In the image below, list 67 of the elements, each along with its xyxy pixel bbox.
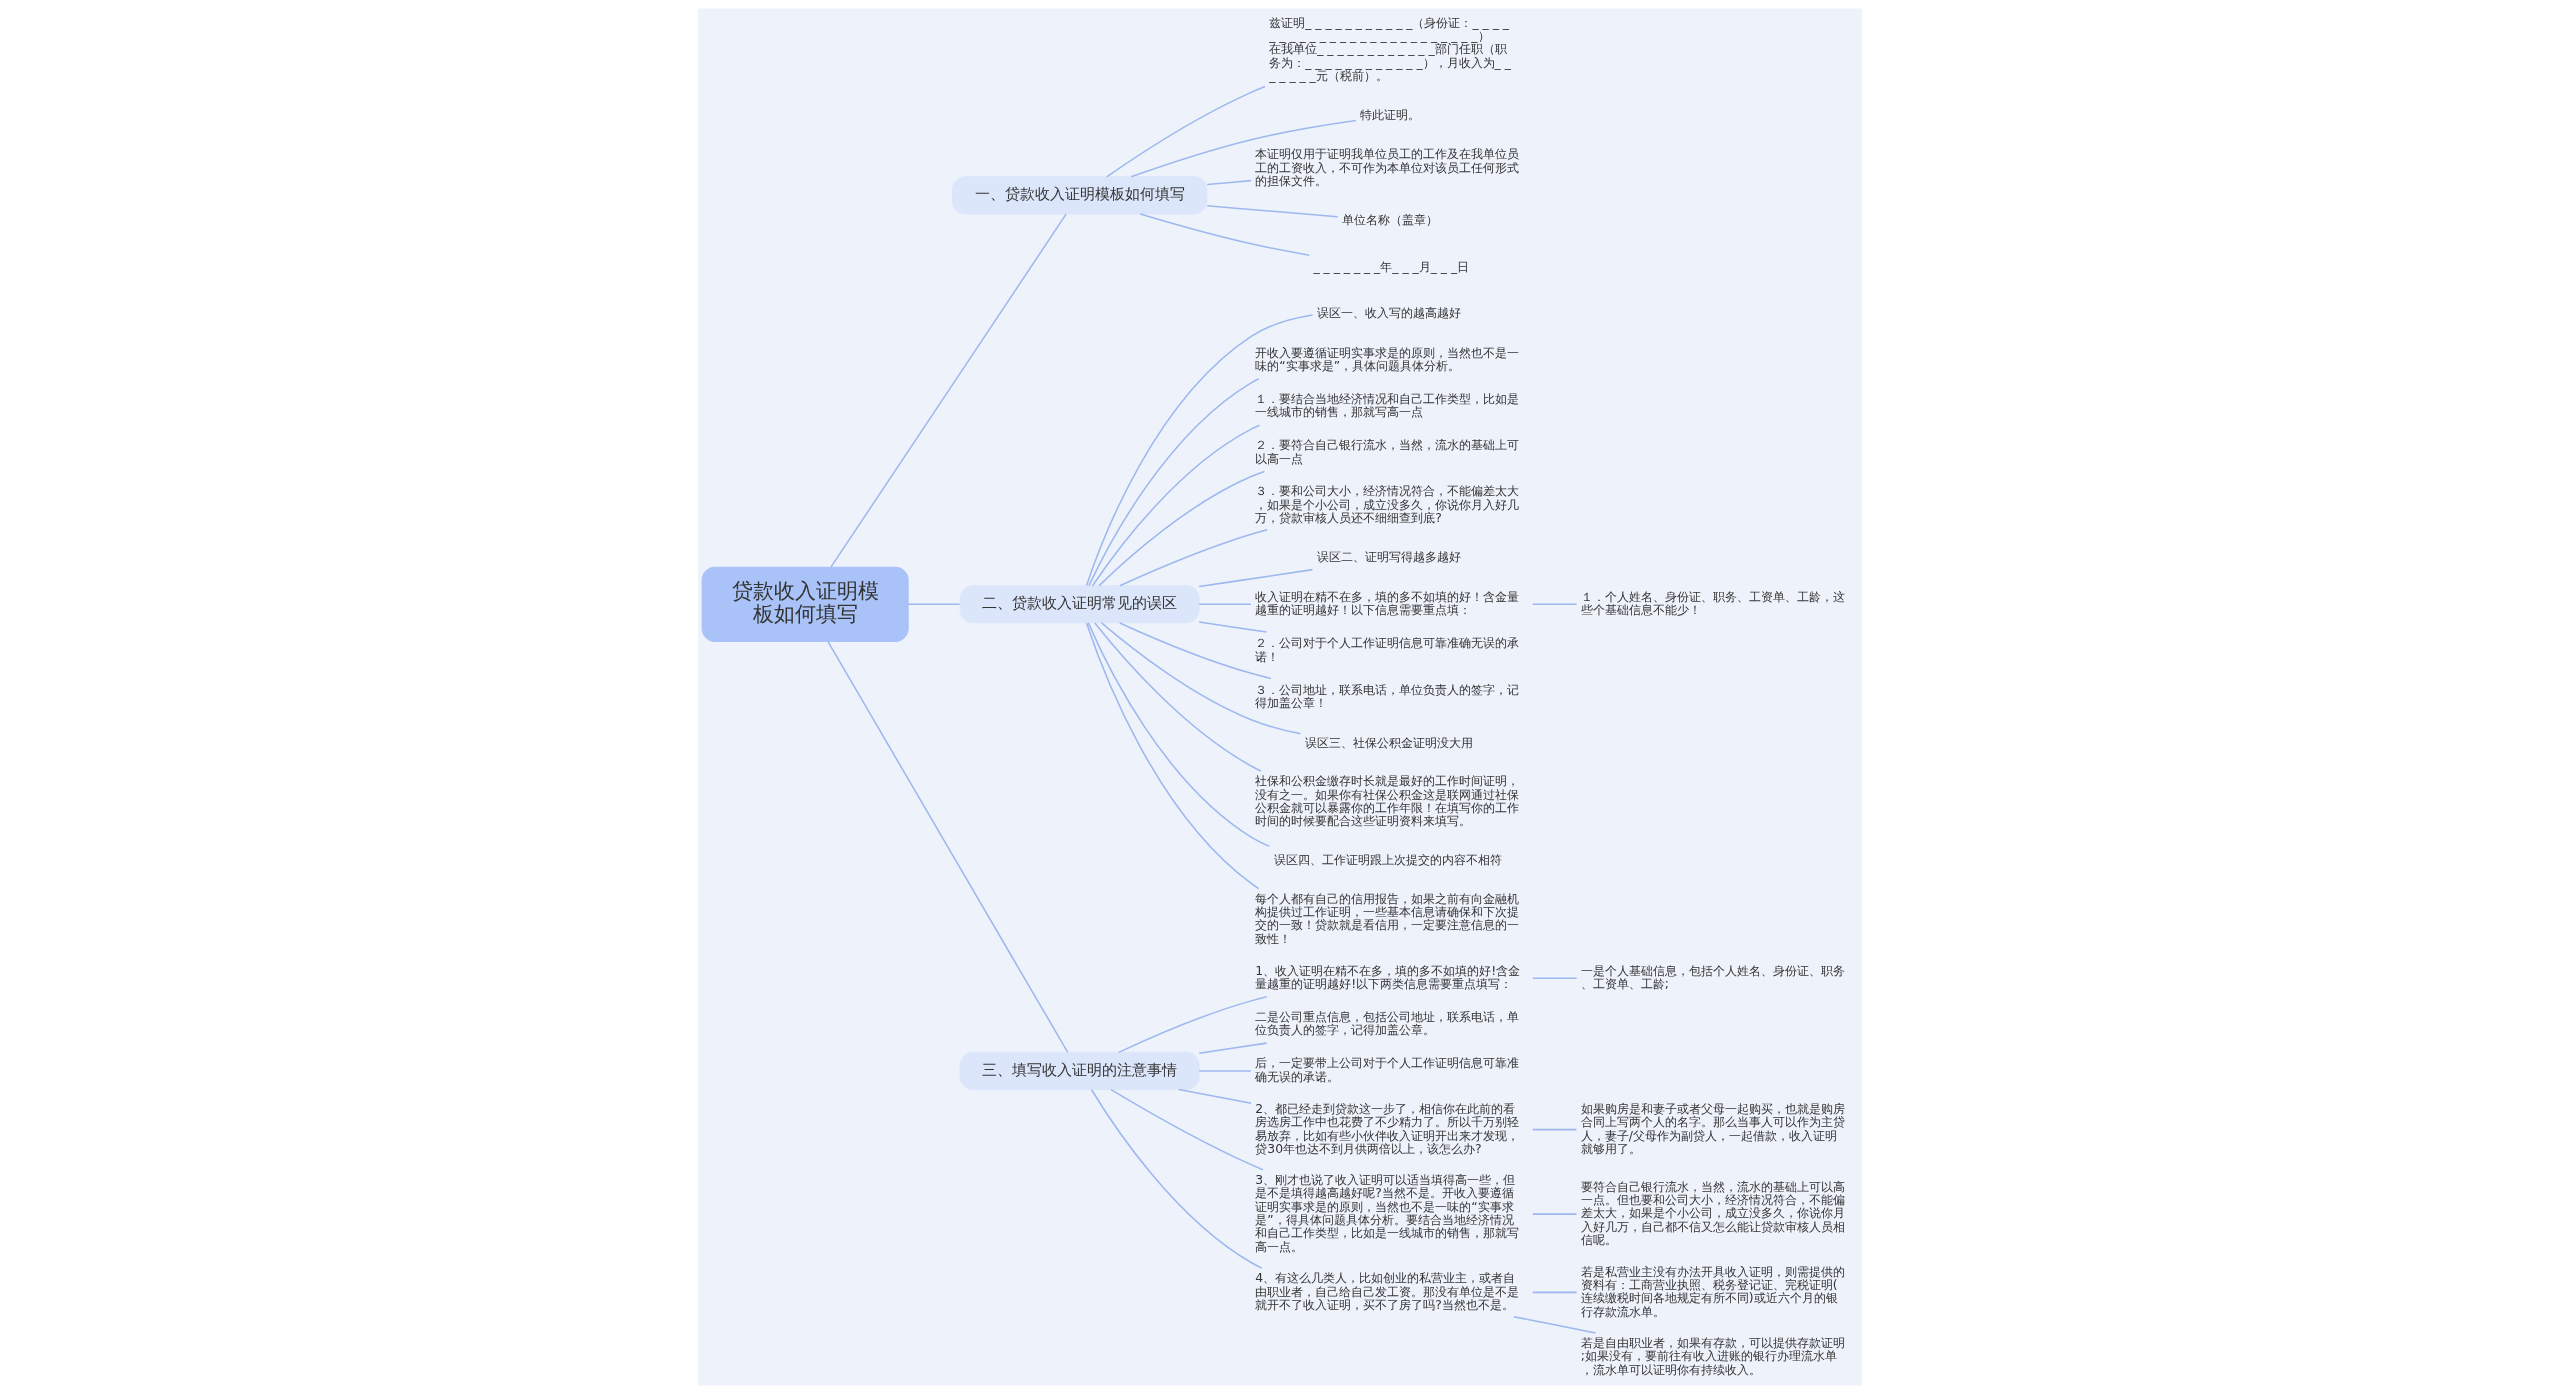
connector [1178,1088,1252,1104]
connector [1532,1128,1578,1131]
connector [1094,622,1262,772]
connector [1088,377,1260,587]
connector [1091,424,1261,587]
node-text: 本证明仅用于证明我单位员工的工作及在我单位员工的工资收入，不可作为本单位对该员工任何形式的担保文件。 [1255,147,1520,189]
node-text: 社保和公积金缴存时长就是最好的工作时间证明，没有之一。如果你有社保公积金这是联网通过社保公积金就可以暴露你的工作年限！在填写你的工作时间的时候要配合这些证明资料来填写。 [1255,774,1520,829]
node-text: 后，一定要带上公司对于个人工作证明信息可靠准确无误的承诺。 [1255,1056,1520,1084]
connector [1105,85,1266,178]
node-text: ３．公司地址，联系电话，单位负责人的签字，记得加盖公章！ [1255,682,1520,710]
node-text: 4、有这么几类人，比如创业的私营业主，或者自由职业者，自己给自己发工资。那没有单位是不是就开不了收入证明，买不了房了吗?当然也不是。 [1255,1271,1520,1312]
node-text: _ _ _ _ _ _ _年_ _ _月_ _ _日 [1313,259,1470,274]
node-box: 贷款收入证明模板如何填写 [701,566,909,642]
node-text: ２．要符合自己银行流水，当然，流水的基础上可以高一点 [1255,438,1520,466]
connector [1117,996,1268,1054]
connector [1532,1213,1578,1215]
node-box: 三、填写收入证明的注意事情 [959,1051,1200,1090]
node-text: １．要结合当地经济情况和自己工作类型，比如是一线城市的销售，那就写高一点 [1255,392,1520,420]
connector [1100,622,1302,735]
connector [1130,119,1357,178]
connector [907,603,961,606]
node-text: 二是公司重点信息，包括公司地址，联系电话，单位负责人的签字，记得加盖公章。 [1255,1010,1520,1038]
connector [1119,622,1272,680]
node-text: 开收入要遵循证明实事求是的原则，当然也不是一味的“实事求是”，具体问题具体分析。 [1255,345,1520,374]
node-text: 1、收入证明在精不在多，填的多不如填的好!含金量越重的证明越好!以下两类信息需要重点填写： [1255,963,1521,992]
node-text: 每个人都有自己的信用报告，如果之前有向金融机构提供过工作证明，一些基本信息请确保和下次提交的一致！贷款就是看信用，一定要注意信息的一致性！ [1255,891,1520,946]
node-text: 兹证明_ _ _ _ _ _ _ _ _ _ _（身份证：_ _ _ _ _ _ _ _ _ _ _ _ _ _ _ _ _ _ _ _ _ _ _ _ _）在我单位_ _ _ _ _ _ _ _ _ _ _ _部门任职（职务为：_ _ _ _ _ _ _ _ _ _ _ _），月收入为_ _ _ _ _ _ _元（税前）。 [1269,15,1511,84]
connector [1090,1088,1263,1269]
node-text: 单位名称（盖章） [1341,213,1438,228]
node-box: 一、贷款收入证明模板如何填写 [951,176,1208,215]
node-text: 特此证明。 [1360,108,1421,123]
connector [1087,622,1271,848]
node-text: 一是个人基础信息，包括个人姓名、身份证、职务、工资单、工龄; [1580,963,1845,992]
connector [1139,213,1311,256]
node-box: 二、贷款收入证明常见的误区 [959,585,1200,624]
node-text: 要符合自己银行流水，当然，流水的基础上可以高一点。但也要和公司大小，经济情况符合，不能偏差太大，如果是个小公司，成立没多久，你说你月入好几万，自己都不信又怎么能让贷款审核人员相信呢。 [1580,1179,1845,1248]
connector [1532,1291,1578,1294]
connector [1198,621,1268,633]
connector [1098,470,1266,587]
connector [827,640,1069,1053]
connector [1085,314,1314,587]
connector [1198,1070,1252,1072]
connector [1206,205,1339,218]
connector [1206,179,1252,186]
node-text: 若是私营业主没有办法开具收入证明，则需提供的资料有：工商营业执照、税务登记证、完税证明(连续缴税时间各地规定有所不同)或近六个月的银行存款流水单。 [1580,1264,1845,1319]
connector [1198,603,1252,606]
connector [1532,977,1578,979]
node-text: ２．公司对于个人工作证明信息可靠准确无误的承诺！ [1255,636,1520,664]
node-text: ３．要和公司大小，经济情况符合，不能偏差太大，如果是个小公司，成立没多久，你说你月入好几万，贷款审核人员还不细细查到底? [1255,484,1520,525]
connector [1198,568,1314,588]
connector [1512,1315,1597,1334]
node-text: 2、都已经走到贷款这一步了，相信你在此前的看房选房工作中也花费了不少精力了。所以千万别轻易放弃，比如有些小伙伴收入证明开出来才发现，贷30年也达不到月供两倍以上，该怎么办? [1255,1101,1520,1156]
node-text: 误区三、社保公积金证明没大用 [1304,735,1473,750]
connector [1110,1088,1264,1171]
connector [1085,622,1260,890]
node-text: 如果购房是和妻子或者父母一起购买，也就是购房合同上写两个人的名字。那么当事人可以作为主贷人，妻子/父母作为副贷人，一起借款，收入证明就够用了。 [1580,1101,1845,1156]
connector [1198,1042,1268,1054]
node-text: 误区二、证明写得越多越好 [1317,550,1462,565]
node-text: 若是自由职业者，如果有存款，可以提供存款证明;如果没有，要前往有收入进账的银行办理流水单，流水单可以证明你有持续收入。 [1580,1336,1845,1377]
connector [830,213,1068,568]
node-text: 收入证明在精不在多，填的多不如填的好！含金量越重的证明越好！以下信息需要重点填： [1255,589,1520,618]
node-text: １．个人姓名、身份证、职务、工资单、工龄，这些个基础信息不能少！ [1580,589,1845,618]
connector [1532,603,1578,606]
connector [1119,528,1268,587]
node-text: 3、刚才也说了收入证明可以适当填得高一些，但是不是填得越高越好呢?当然不是。开收入要遵循证明实事求是的原则，当然也不是一味的“实事求是”，得具体问题具体分析。要结合当地经济情况和自己工作类型，比如是一线城市的销售，那就写高一点。 [1255,1172,1520,1254]
node-text: 误区四、工作证明跟上次提交的内容不相符 [1273,852,1502,867]
node-text: 误区一、收入写的越高越好 [1317,306,1462,320]
